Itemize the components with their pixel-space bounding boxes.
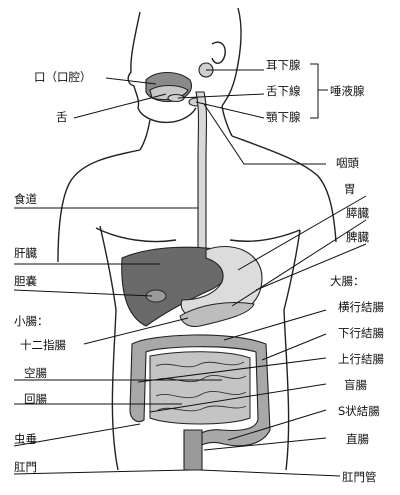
leader-line-gallbladder	[13, 289, 153, 297]
label-transverse-colon: 横行結腸	[338, 300, 384, 314]
leader-line-stomach	[237, 195, 367, 271]
label-ileum: 回腸	[24, 392, 47, 406]
chest-line	[95, 227, 177, 243]
pharynx-esophagus	[195, 91, 208, 249]
leader-line-pancreas	[231, 219, 367, 307]
pancreas-shape	[179, 302, 255, 327]
small-intestine-shape	[149, 351, 251, 425]
ear-outline	[211, 41, 226, 64]
label-salivary-glands: 唾液腺	[330, 84, 365, 98]
label-descending-colon: 下行結腸	[338, 326, 384, 340]
leader-line-pharynx	[203, 103, 326, 165]
leader-line-appendix	[13, 423, 141, 447]
coil-line	[155, 390, 247, 399]
salivary-bracket	[310, 63, 328, 119]
label-stomach: 胃	[344, 182, 356, 196]
leader-line-rectum	[203, 437, 327, 451]
label-parotid-gland: 耳下腺	[266, 58, 301, 72]
label-pancreas: 膵臓	[346, 206, 369, 220]
leader-lines	[13, 63, 367, 477]
chest-line-right	[229, 229, 301, 242]
label-appendix: 虫垂	[14, 432, 37, 446]
rectum-shape	[183, 429, 203, 471]
label-mouth: 口（口腔）	[34, 70, 92, 84]
label-spleen: 脾臓	[346, 230, 369, 244]
neck-left	[139, 119, 151, 151]
label-large-intestine: 大腸：	[330, 274, 365, 288]
coil-line	[155, 374, 247, 383]
leader-line-anus	[13, 469, 191, 475]
left-torso	[99, 225, 119, 471]
label-small-intestine: 小腸：	[14, 314, 49, 328]
label-duodenum: 十二指腸	[20, 338, 66, 352]
leader-line-duodenum	[83, 317, 189, 345]
head-back-outline	[221, 7, 242, 107]
label-sublingual-gland: 舌下線	[266, 84, 301, 98]
body-outline	[57, 7, 337, 471]
label-esophagus: 食道	[14, 192, 37, 206]
leader-line-cecum	[149, 383, 327, 413]
label-tongue: 舌	[56, 110, 68, 124]
leader-line-sigmoid-colon	[227, 409, 327, 441]
liver-shape	[121, 246, 234, 327]
label-jejunum: 空腸	[24, 366, 47, 380]
leader-line-ascending-colon	[137, 357, 327, 383]
label-sigmoid-colon: S状結腸	[338, 404, 380, 418]
right-shoulder	[231, 135, 337, 243]
label-anal-canal: 肛門管	[342, 470, 377, 484]
label-cecum: 盲腸	[344, 378, 367, 392]
label-rectum: 直腸	[346, 432, 369, 446]
coil-line	[155, 361, 245, 368]
neck-right	[221, 105, 233, 137]
label-anus: 肛門	[14, 460, 37, 474]
left-shoulder	[57, 149, 141, 263]
right-torso	[283, 229, 301, 471]
leader-line-spleen	[255, 243, 367, 291]
leader-line-submandibular	[195, 101, 265, 119]
leader-line-transverse-colon	[223, 309, 327, 341]
head-face-outline	[127, 11, 197, 124]
label-pharynx: 咽頭	[336, 156, 359, 170]
label-liver: 肝臓	[14, 246, 37, 260]
label-gallbladder: 胆嚢	[14, 274, 37, 288]
leader-line-anal-canal	[199, 469, 341, 477]
leader-line-mouth	[105, 77, 157, 85]
leader-line-descending-colon	[261, 333, 327, 361]
label-submandibular-gland: 顎下腺	[266, 110, 301, 124]
leader-line-tongue	[73, 93, 167, 119]
label-ascending-colon: 上行結腸	[338, 352, 384, 366]
leader-line-sublingual	[177, 93, 265, 99]
